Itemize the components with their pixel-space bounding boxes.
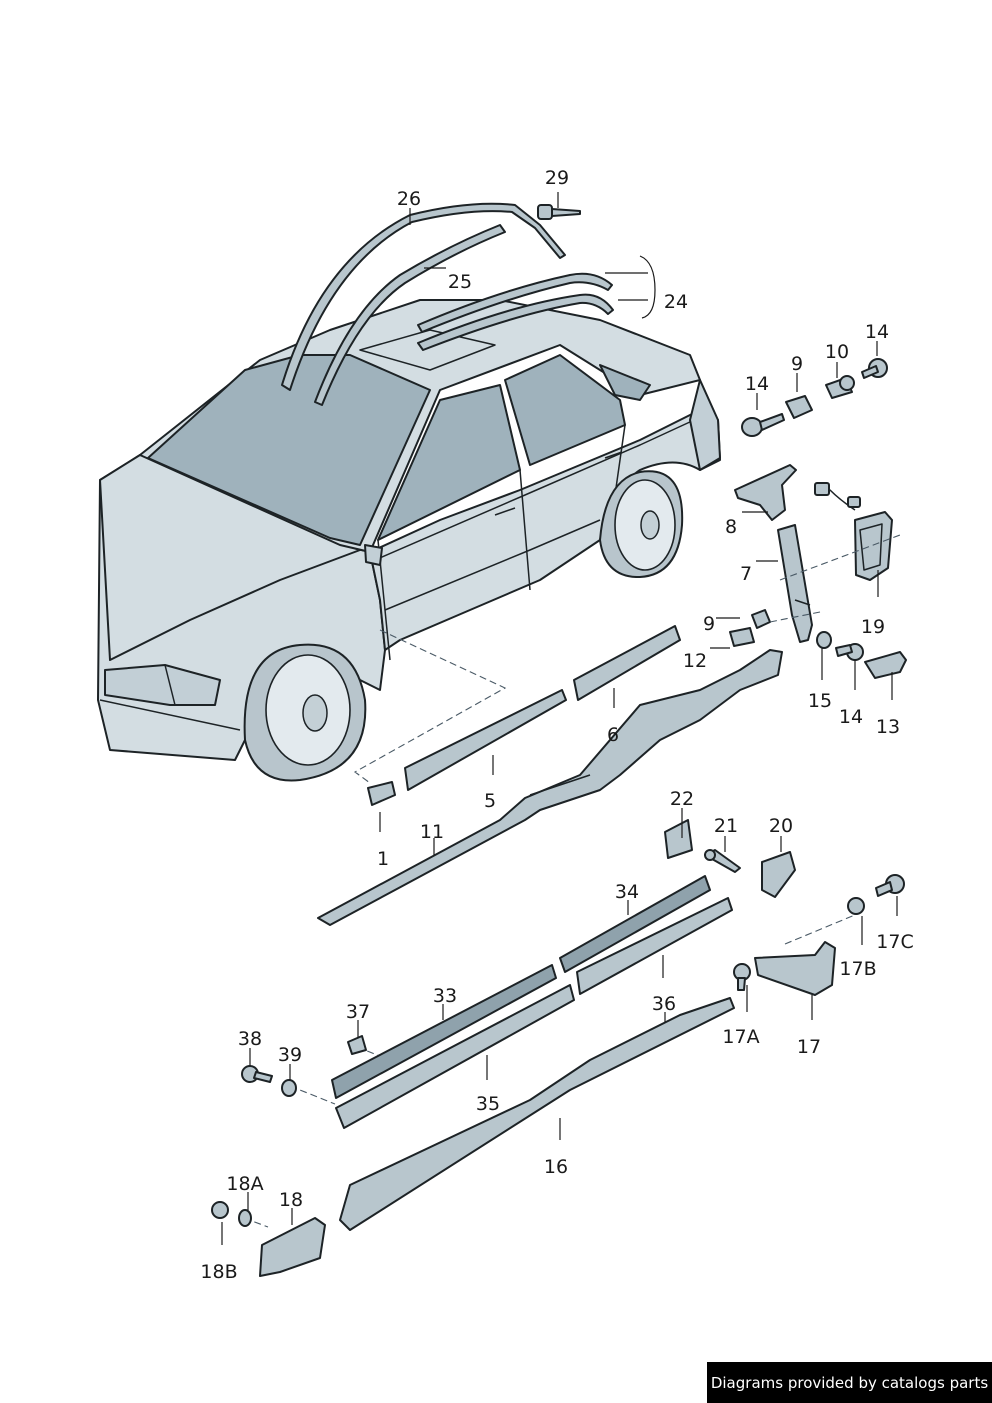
sill-panel-16-part (339, 997, 735, 1231)
pillar-trim-8-part (734, 464, 797, 521)
leader-lines (221, 192, 898, 1245)
callout-14-lower: 14 (839, 706, 863, 728)
door-moulding-5-part (404, 689, 567, 791)
callout-17c: 17C (876, 931, 913, 953)
callout-17: 17 (797, 1036, 821, 1058)
callout-18a: 18A (226, 1173, 263, 1195)
callout-18: 18 (279, 1189, 303, 1211)
screw-29-part (537, 204, 581, 220)
callout-38: 38 (238, 1028, 262, 1050)
callout-9-lower: 9 (703, 613, 715, 635)
callout-5: 5 (484, 790, 496, 812)
callout-21: 21 (714, 815, 738, 837)
clip-13-part (864, 651, 907, 679)
trim-strip-upper-part (576, 897, 733, 995)
fasteners-left (241, 1035, 367, 1097)
fasteners-pillar (729, 609, 864, 661)
callout-15: 15 (808, 690, 832, 712)
callout-22: 22 (670, 788, 694, 810)
callout-10: 10 (825, 341, 849, 363)
roof-mouldings (281, 202, 614, 406)
pillar-moulding-7-part (777, 524, 813, 643)
callout-34: 34 (615, 881, 639, 903)
callout-7: 7 (740, 563, 752, 585)
callout-14-top-right: 14 (865, 321, 889, 343)
callout-labels: 29 26 25 24 14 9 10 14 8 7 19 9 12 15 14… (200, 167, 913, 1283)
mirror-19-part (814, 482, 893, 581)
callout-20: 20 (769, 815, 793, 837)
callout-11: 11 (420, 821, 444, 843)
callout-17b: 17B (839, 958, 876, 980)
callout-35: 35 (476, 1093, 500, 1115)
callout-24: 24 (664, 291, 688, 313)
callout-19: 19 (861, 616, 885, 638)
callout-37: 37 (346, 1001, 370, 1023)
trim-strip-33-part (331, 964, 557, 1099)
callout-29: 29 (545, 167, 569, 189)
bracket-17-parts (733, 874, 905, 996)
callout-36: 36 (652, 993, 676, 1015)
callout-6: 6 (607, 724, 619, 746)
bracket-22-21-20-parts (664, 819, 796, 898)
end-cap-1-part (367, 781, 396, 806)
callout-17a: 17A (722, 1026, 759, 1048)
door-moulding-6-part (573, 625, 681, 701)
callout-39: 39 (278, 1044, 302, 1066)
callout-33: 33 (433, 985, 457, 1007)
car-illustration (97, 299, 721, 782)
callout-13: 13 (876, 716, 900, 738)
callout-14-top-left: 14 (745, 373, 769, 395)
callout-1: 1 (377, 848, 389, 870)
callout-9-top: 9 (791, 353, 803, 375)
callout-25: 25 (448, 271, 472, 293)
trim-strip-34-part (559, 875, 711, 973)
callout-18b: 18B (200, 1261, 237, 1283)
callout-8: 8 (725, 516, 737, 538)
bracket-18-parts (211, 1201, 326, 1277)
fasteners-top-right (741, 358, 888, 437)
callout-16: 16 (544, 1156, 568, 1178)
credit-banner: Diagrams provided by catalogs parts (707, 1362, 992, 1403)
sill-moulding-11-part (317, 649, 783, 926)
callout-12: 12 (683, 650, 707, 672)
trim-strip-35-part (335, 984, 575, 1129)
callout-26: 26 (397, 188, 421, 210)
